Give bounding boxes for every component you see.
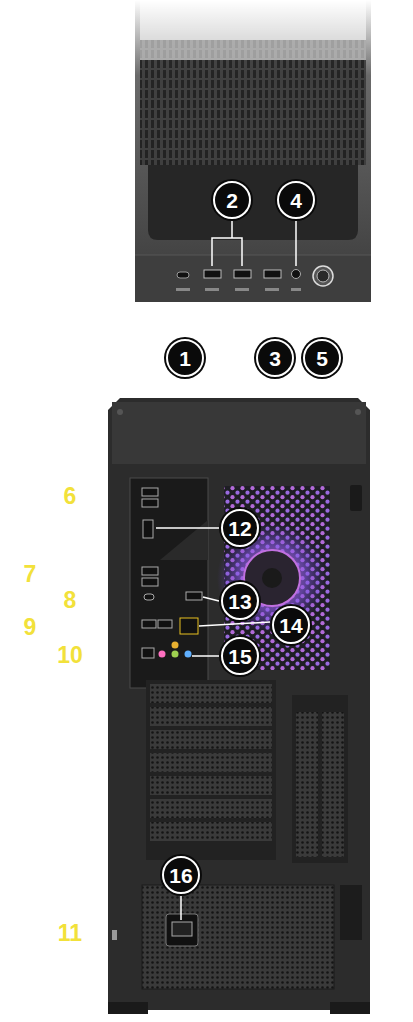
art-part <box>172 642 179 649</box>
callout-circle: 12 <box>221 509 259 547</box>
callout-circle: 14 <box>272 606 310 644</box>
art-part <box>355 409 361 415</box>
art-part <box>317 270 329 282</box>
art-part <box>135 255 371 256</box>
art-part <box>108 1002 148 1014</box>
art-part <box>322 712 344 857</box>
art-part <box>199 622 270 626</box>
callout-number: 15 <box>228 646 251 667</box>
rear-chassis <box>108 398 370 1014</box>
expansion-slots <box>146 680 348 863</box>
art-part <box>150 684 272 703</box>
art-part <box>150 822 272 841</box>
art-part <box>231 220 233 238</box>
art-part <box>350 485 362 511</box>
art-part <box>158 620 172 628</box>
callout-number: 1 <box>179 348 191 369</box>
art-part <box>140 0 366 60</box>
callout-circle: 4 <box>277 181 315 219</box>
art-part <box>135 255 371 302</box>
art-part <box>291 288 301 291</box>
art-part <box>142 648 154 658</box>
art-part <box>262 568 282 588</box>
art-part <box>148 165 358 240</box>
art-part <box>143 520 153 538</box>
art-part <box>185 651 192 658</box>
callout-circle: 2 <box>213 181 251 219</box>
art-part <box>166 914 198 946</box>
art-part <box>212 238 242 266</box>
art-part <box>142 499 158 507</box>
callout-number: 14 <box>279 615 302 636</box>
art-part <box>150 707 272 726</box>
art-part <box>142 620 156 628</box>
callout-circle: 3 <box>256 339 294 377</box>
art-part <box>265 288 279 291</box>
callout-number: 10 <box>57 644 83 667</box>
art-part <box>135 0 371 302</box>
art-part <box>156 527 219 529</box>
art-part <box>159 651 166 658</box>
art-part <box>150 799 272 818</box>
callout-number: 9 <box>24 616 37 639</box>
art-part <box>112 930 117 940</box>
art-part <box>150 753 272 772</box>
art-part <box>142 578 158 586</box>
power-supply <box>142 885 362 989</box>
callout-number: 8 <box>64 589 77 612</box>
art-part <box>292 695 348 863</box>
callout-number: 13 <box>228 591 251 612</box>
callout-circle: 13 <box>221 582 259 620</box>
callout-circle: 1 <box>166 339 204 377</box>
art-part <box>264 270 281 278</box>
art-part <box>204 270 221 278</box>
art-part <box>108 398 370 1010</box>
art-part <box>150 776 272 795</box>
callout-number: 6 <box>64 485 77 508</box>
art-part <box>330 1002 370 1014</box>
art-part <box>340 885 362 940</box>
art-part <box>296 712 318 857</box>
callout-number: 4 <box>290 190 302 211</box>
art-part <box>117 409 123 415</box>
art-part <box>172 922 192 936</box>
art-part <box>177 272 189 278</box>
callout-circle: 16 <box>162 856 200 894</box>
art-part <box>142 885 334 989</box>
callout-circle: 5 <box>303 339 341 377</box>
art-part <box>205 288 219 291</box>
art-part <box>144 594 154 600</box>
art-part <box>192 655 219 657</box>
callout-number: 3 <box>269 348 281 369</box>
art-part <box>160 520 208 560</box>
art-part <box>150 730 272 749</box>
callout-number: 2 <box>226 190 238 211</box>
front-panel <box>135 0 371 302</box>
callout-circle: 15 <box>221 637 259 675</box>
art-part <box>313 266 333 286</box>
callout-number: 5 <box>316 348 328 369</box>
callout-number: 12 <box>228 518 251 539</box>
callout-number: 7 <box>24 563 37 586</box>
leader-lines <box>212 220 296 266</box>
art-part <box>292 270 301 279</box>
art-part <box>234 270 251 278</box>
callout-number: 16 <box>169 865 192 886</box>
art-part <box>146 680 276 860</box>
art-part <box>142 488 158 496</box>
art-part <box>295 220 297 266</box>
art-part <box>180 896 182 920</box>
art-part <box>203 597 219 601</box>
art-part <box>176 288 190 291</box>
art-part <box>172 651 179 658</box>
art-part <box>112 402 366 464</box>
art-part <box>235 288 249 291</box>
callout-number: 11 <box>58 922 82 945</box>
art-part <box>186 592 202 600</box>
leader-lines <box>156 528 270 920</box>
art-part <box>142 567 158 575</box>
art-part <box>180 618 198 634</box>
